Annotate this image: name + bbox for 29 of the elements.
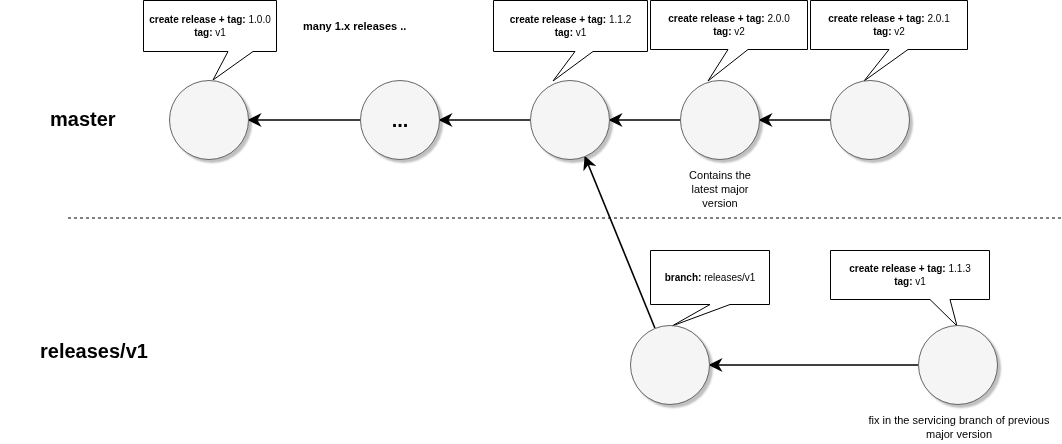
ellipsis-text: ...	[391, 108, 409, 132]
branch-label: master	[50, 108, 116, 131]
caption-text: Contains the latest major version	[688, 168, 752, 210]
arrow	[438, 113, 531, 127]
arrow	[583, 155, 656, 329]
callout-text: tag: v1	[194, 26, 226, 39]
callout-box	[493, 0, 648, 81]
callout-box	[143, 0, 277, 80]
callout-box	[650, 0, 808, 81]
callout-text: tag: v2	[713, 25, 745, 38]
callout-box	[810, 0, 968, 81]
callout-text: branch: releases/v1	[664, 271, 756, 284]
callout-text: create release + tag: 1.1.3	[849, 262, 971, 275]
callout-text: create release + tag: 2.0.1	[828, 12, 950, 25]
callout-box	[830, 250, 990, 326]
arrow	[708, 358, 919, 372]
callout-box	[650, 250, 770, 326]
callout-text: create release + tag: 1.1.2	[509, 13, 632, 26]
arrow	[758, 113, 831, 127]
callout-text: create release + tag: 2.0.0	[668, 12, 790, 25]
arrow	[247, 113, 361, 127]
callout-text: create release + tag: 1.0.0	[149, 13, 271, 26]
arrow	[608, 113, 681, 127]
callout-text: tag: v2	[873, 25, 905, 38]
note-text: many 1.x releases ..	[303, 20, 407, 32]
caption-text: fix in the servicing branch of previous major version	[868, 413, 1050, 441]
branch-label: releases/v1	[40, 340, 148, 363]
callout-text: tag: v1	[894, 275, 926, 288]
callout-text: tag: v1	[554, 26, 587, 39]
